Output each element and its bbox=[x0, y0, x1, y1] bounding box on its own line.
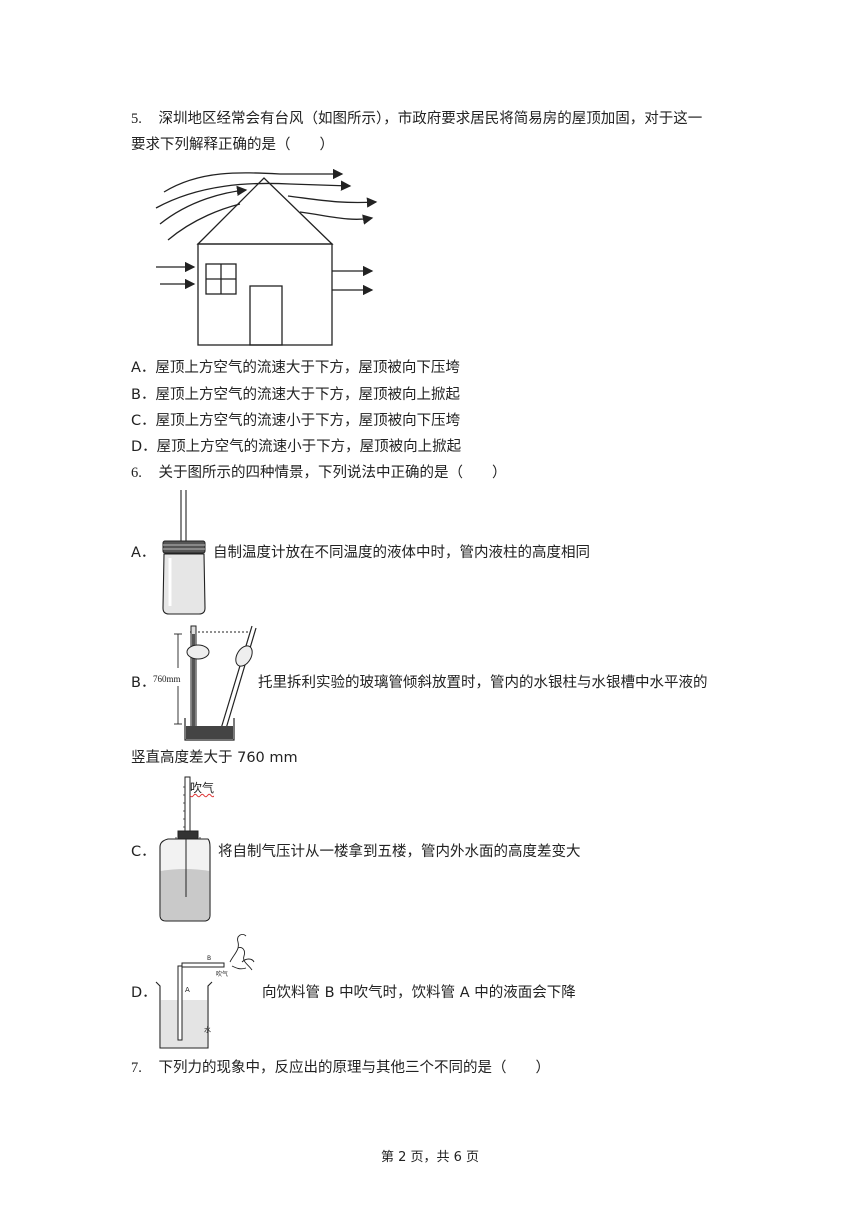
q5-stem-line1: 5. 深圳地区经常会有台风（如图所示），市政府要求居民将简易房的屋顶加固，对于这… bbox=[131, 109, 702, 129]
figure-label-blow: 吹气 bbox=[190, 781, 215, 795]
option-letter: A． bbox=[131, 360, 156, 376]
option-text: 屋顶上方空气的流速大于下方，屋顶被向下压垮 bbox=[155, 360, 460, 376]
q6-option-b-letter: B． bbox=[131, 675, 156, 691]
q6-option-d-text: 向饮料管 B 中吹气时，饮料管 A 中的液面会下降 bbox=[262, 985, 576, 1001]
torricelli-figure: 760mm bbox=[153, 625, 257, 741]
figure-label-760mm: 760mm bbox=[153, 674, 181, 684]
thermometer-bottle-figure bbox=[162, 490, 206, 615]
q5-option-c: C．屋顶上方空气的流速小于下方，屋顶被向下压垮 bbox=[131, 411, 460, 431]
figure-label-b: B bbox=[207, 955, 211, 962]
option-text: 屋顶上方空气的流速小于下方，屋顶被向下压垮 bbox=[155, 413, 461, 429]
q5-option-a: A．屋顶上方空气的流速大于下方，屋顶被向下压垮 bbox=[131, 358, 460, 378]
q6-option-a-text: 自制温度计放在不同温度的液体中时，管内液柱的高度相同 bbox=[213, 545, 590, 561]
barometer-bottle-figure bbox=[159, 776, 211, 922]
q5-number: 5. bbox=[131, 111, 142, 127]
q5-option-d: D．屋顶上方空气的流速小于下方，屋顶被向上掀起 bbox=[131, 437, 461, 457]
q6-stem: 6. 关于图所示的四种情景，下列说法中正确的是（ ） bbox=[131, 463, 506, 483]
q6-option-b-continuation: 竖直高度差大于 760 mm bbox=[131, 750, 298, 766]
option-letter: C． bbox=[131, 413, 156, 429]
figure-label-water: 水 bbox=[204, 1025, 211, 1034]
q6-option-a-letter: A． bbox=[131, 545, 156, 561]
option-text: 屋顶上方空气的流速大于下方，屋顶被向上掀起 bbox=[155, 387, 460, 403]
house-wind-figure bbox=[155, 168, 378, 346]
q6-stem-text: 关于图所示的四种情景，下列说法中正确的是（ ） bbox=[158, 465, 507, 481]
q6-option-c-letter: C． bbox=[131, 844, 156, 860]
q7-stem: 7. 下列力的现象中，反应出的原理与其他三个不同的是（ ） bbox=[131, 1058, 550, 1078]
q5-stem-text: 深圳地区经常会有台风（如图所示），市政府要求居民将简易房的屋顶加固，对于这一 bbox=[158, 111, 703, 127]
straws-beaker-figure: A B 吹气 水 bbox=[155, 933, 255, 1049]
option-letter: D． bbox=[131, 439, 157, 455]
q5-stem-line2: 要求下列解释正确的是（ ） bbox=[131, 137, 334, 153]
figure-label-blow-d: 吹气 bbox=[216, 970, 228, 978]
q7-stem-text: 下列力的现象中，反应出的原理与其他三个不同的是（ ） bbox=[158, 1060, 550, 1076]
page-footer: 第 2 页，共 6 页 bbox=[380, 1150, 480, 1165]
q5-option-b: B．屋顶上方空气的流速大于下方，屋顶被向上掀起 bbox=[131, 385, 460, 405]
option-letter: B． bbox=[131, 387, 156, 403]
q6-number: 6. bbox=[131, 465, 142, 481]
option-text: 屋顶上方空气的流速小于下方，屋顶被向上掀起 bbox=[156, 439, 462, 455]
q6-option-d-letter: D． bbox=[131, 985, 157, 1001]
q6-option-b-text: 托里拆利实验的玻璃管倾斜放置时，管内的水银柱与水银槽中水平液的 bbox=[258, 675, 708, 691]
q7-number: 7. bbox=[131, 1060, 142, 1076]
figure-label-a: A bbox=[185, 986, 190, 994]
q6-option-c-text: 将自制气压计从一楼拿到五楼，管内外水面的高度差变大 bbox=[218, 844, 581, 860]
